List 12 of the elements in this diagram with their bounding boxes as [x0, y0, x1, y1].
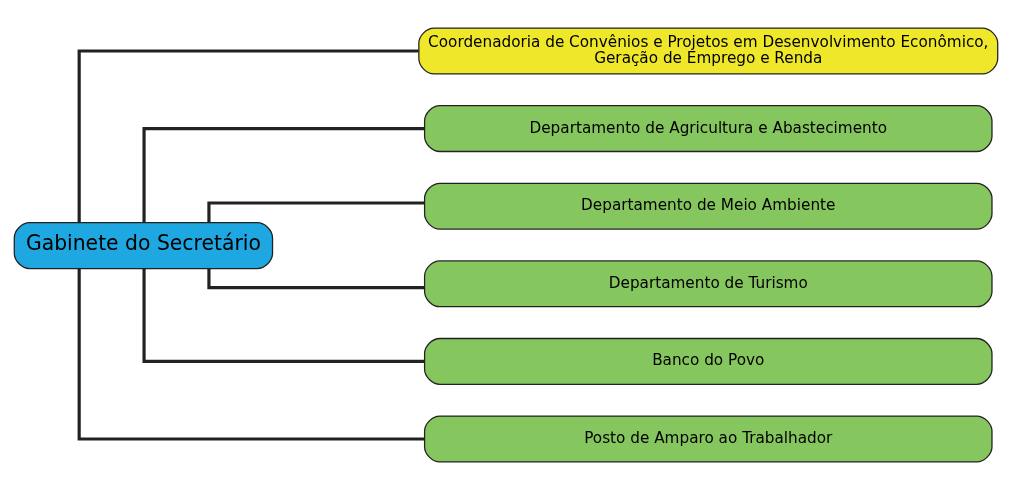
node-box: Departamento de Meio Ambiente [423, 182, 993, 230]
node-box: Departamento de Agricultura e Abastecimento [423, 105, 993, 153]
connector [141, 127, 424, 223]
connector [77, 268, 425, 441]
node-box: Posto de Amparo ao Trabalhador [423, 415, 993, 463]
node-box: Departamento de Turismo [423, 260, 993, 308]
node-box: Banco do Povo [423, 337, 993, 385]
connector [77, 49, 419, 223]
connector [206, 201, 424, 223]
node-box: Coordenadoria de Convênios e Projetos em Desenvolvimento Econômico, Geração de Emprego e Renda [417, 27, 998, 75]
connector [141, 269, 424, 363]
node-box: Gabinete do Secretário [13, 222, 273, 270]
